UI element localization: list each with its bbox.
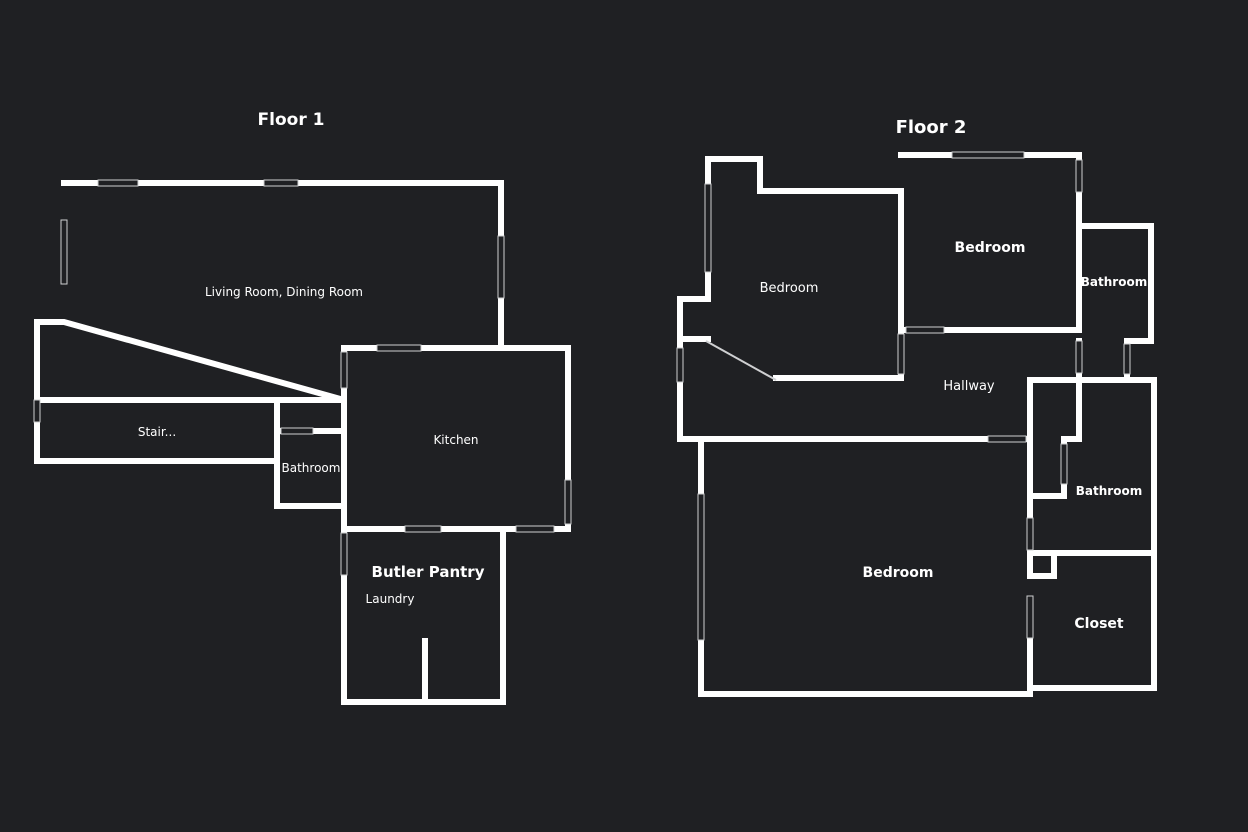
room-label: Closet <box>1074 616 1124 632</box>
room-label: Hallway <box>943 379 995 394</box>
room-label: Living Room, Dining Room <box>205 285 363 299</box>
floor-2: Floor 2 Bedroom Bedroom Bathr <box>676 117 1157 697</box>
window <box>676 347 684 383</box>
door <box>280 427 314 435</box>
window <box>376 344 422 352</box>
floor-1-title: Floor 1 <box>258 110 325 130</box>
door <box>340 532 348 576</box>
door <box>33 399 41 423</box>
door <box>897 333 905 375</box>
kitchen-walls <box>341 345 571 532</box>
door <box>404 525 442 533</box>
door <box>705 340 777 381</box>
upper-bathroom-walls <box>1076 223 1154 381</box>
window <box>97 179 139 187</box>
door <box>1123 343 1131 375</box>
room-label: Stair... <box>138 425 176 439</box>
room-label: Butler Pantry <box>372 563 485 581</box>
window <box>515 525 555 533</box>
room-label: Bathroom <box>1081 275 1147 289</box>
window <box>704 183 712 273</box>
door <box>987 435 1027 443</box>
room-label: Bathroom <box>282 461 341 475</box>
door <box>1075 340 1083 374</box>
room-label: Bedroom <box>760 281 819 296</box>
window <box>263 179 299 187</box>
floor-2-title: Floor 2 <box>896 117 967 138</box>
window <box>60 219 68 285</box>
door <box>1026 517 1034 551</box>
room-label: Laundry <box>366 592 415 606</box>
right-bathroom-walls <box>1027 377 1157 556</box>
window <box>564 479 572 525</box>
hallway-walls <box>677 336 1082 442</box>
floor-1: Floor 1 Living Room, Dining Room Stair..… <box>33 110 572 705</box>
window <box>951 151 1025 159</box>
room-label: Bathroom <box>1076 484 1142 498</box>
door <box>340 351 348 389</box>
window <box>697 493 705 641</box>
window <box>497 235 505 299</box>
room-label: Kitchen <box>433 433 478 447</box>
room-label: Bedroom <box>863 565 934 581</box>
door <box>1026 595 1034 639</box>
door <box>905 326 945 334</box>
window <box>1075 159 1083 193</box>
room-label: Bedroom <box>955 240 1026 256</box>
door <box>1060 443 1068 485</box>
closet-walls <box>1027 550 1157 691</box>
